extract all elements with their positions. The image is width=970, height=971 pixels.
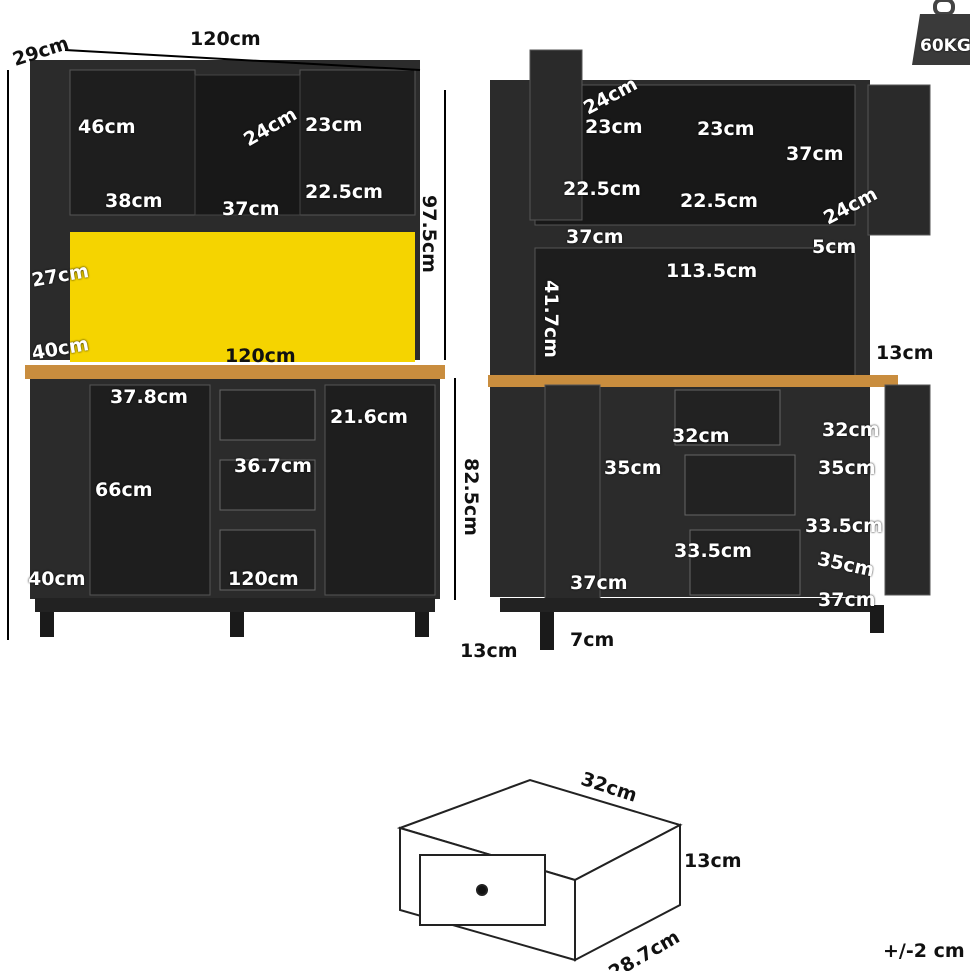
drawer-height-label: 13cm [684, 850, 742, 872]
open-cabinet [488, 49, 931, 650]
dim-label: 120cm [225, 345, 296, 367]
dim-label: 35cm [818, 457, 876, 479]
dim-label: 113.5cm [666, 260, 758, 282]
width-label: 120cm [190, 28, 261, 50]
dim-label: 23cm [585, 116, 643, 138]
dim-label: 33.5cm [674, 540, 752, 562]
dim-label: 21.6cm [330, 406, 408, 428]
dim-label: 37cm [786, 143, 844, 165]
dim-label: 37cm [566, 226, 624, 248]
dim-label: 23cm [697, 118, 755, 140]
dim-label: 40cm [28, 568, 86, 590]
dim-label: 22.5cm [680, 190, 758, 212]
dim-label: 7cm [570, 629, 615, 651]
dim-label: 13cm [460, 640, 518, 662]
dim-label: 32cm [822, 419, 880, 441]
dim-label: 37cm [570, 572, 628, 594]
weight-capacity: 60KG [920, 36, 970, 56]
dim-label: 23cm [305, 114, 363, 136]
tolerance-note: +/-2 cm [883, 940, 965, 962]
dim-label: 22.5cm [305, 181, 383, 203]
dim-label: 35cm [604, 457, 662, 479]
dim-label: 32cm [672, 425, 730, 447]
dim-label: 36.7cm [234, 455, 312, 477]
dim-label: 38cm [105, 190, 163, 212]
dim-label: 37cm [818, 589, 876, 611]
dim-label: 22.5cm [563, 178, 641, 200]
dim-label: 46cm [78, 116, 136, 138]
dim-label: 13cm [876, 342, 934, 364]
dim-label: 37.8cm [110, 386, 188, 408]
countertop [25, 365, 445, 379]
dim-label: 41.7cm [540, 280, 562, 358]
weight-icon [912, 0, 970, 65]
front-cabinet [7, 49, 456, 640]
dim-label: 37cm [222, 198, 280, 220]
led-lit-shelf [70, 232, 415, 362]
dim-label: 33.5cm [805, 515, 883, 537]
dim-label: 66cm [95, 479, 153, 501]
drawer-illustration [396, 778, 683, 962]
dim-label: 5cm [812, 236, 857, 258]
dim-label: 120cm [228, 568, 299, 590]
upper-height-label: 97.5cm [418, 195, 440, 273]
lower-height-label: 82.5cm [460, 458, 482, 536]
